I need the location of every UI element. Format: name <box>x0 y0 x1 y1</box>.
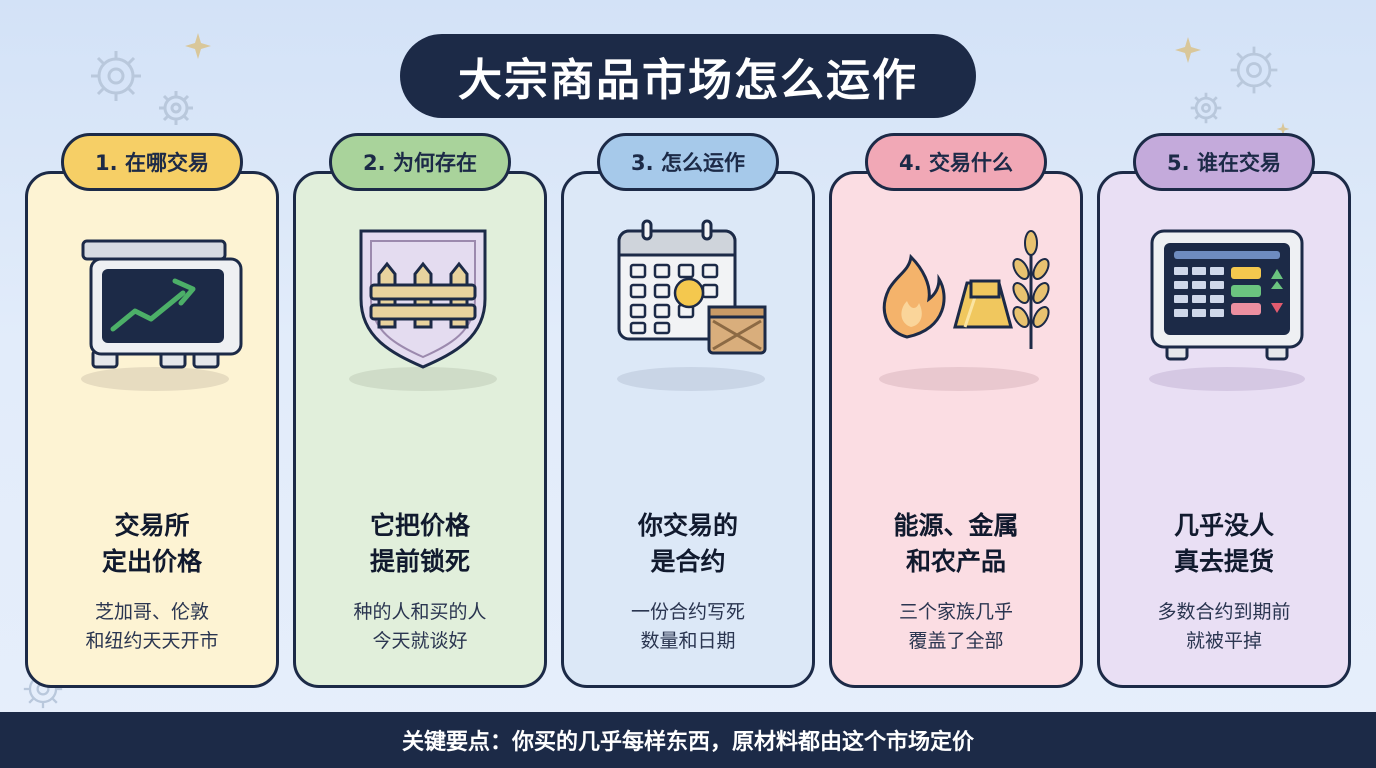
tab-why-exist: 2. 为何存在 <box>329 133 511 191</box>
card-who-trades: 几乎没人 真去提货 多数合约到期前 就被平掉 <box>1097 171 1351 688</box>
headline-line: 提前锁死 <box>369 547 470 576</box>
gear-icon <box>159 91 193 125</box>
tab-where-trade: 1. 在哪交易 <box>61 133 243 191</box>
tab-how-works: 3. 怎么运作 <box>597 133 779 191</box>
headline-line: 能源、金属 <box>893 511 1019 540</box>
card-headline: 它把价格 提前锁死 <box>296 508 544 580</box>
description-line: 三个家族几乎 <box>898 601 1013 623</box>
title-banner: 大宗商品市场怎么运作 <box>400 34 976 118</box>
flame-gold-wheat-icon <box>879 230 1050 391</box>
key-takeaway-bar: 关键要点：你买的几乎每样东西，原材料都由这个市场定价 <box>0 712 1376 768</box>
headline-line: 几乎没人 <box>1173 511 1274 540</box>
sparkle-icon <box>1175 37 1201 63</box>
description-line: 数量和日期 <box>640 630 736 652</box>
card-headline: 能源、金属 和农产品 <box>832 508 1080 580</box>
card-why-exist: 它把价格 提前锁死 种的人和买的人 今天就谈好 <box>293 171 547 688</box>
card-where-trade: 交易所 定出价格 芝加哥、伦敦 和纽约天天开市 <box>25 171 279 688</box>
headline-line: 定出价格 <box>101 547 202 576</box>
card-description: 芝加哥、伦敦 和纽约天天开市 <box>28 598 276 656</box>
description-line: 和纽约天天开市 <box>85 630 219 652</box>
headline-line: 真去提货 <box>1173 547 1274 576</box>
card-what-trade: 能源、金属 和农产品 三个家族几乎 覆盖了全部 <box>829 171 1083 688</box>
card-headline: 你交易的 是合约 <box>564 508 812 580</box>
gear-icon <box>91 51 141 101</box>
calendar-crate-icon <box>617 219 767 391</box>
headline-line: 它把价格 <box>369 511 470 540</box>
card-description: 一份合约写死 数量和日期 <box>564 598 812 656</box>
gear-icon <box>1230 46 1278 94</box>
description-line: 覆盖了全部 <box>908 630 1004 652</box>
tab-who-trades: 5. 谁在交易 <box>1133 133 1315 191</box>
card-how-works: 你交易的 是合约 一份合约写死 数量和日期 <box>561 171 815 688</box>
headline-line: 你交易的 <box>637 511 738 540</box>
card-headline: 几乎没人 真去提货 <box>1100 508 1348 580</box>
headline-line: 是合约 <box>650 547 726 576</box>
sparkle-icon <box>185 33 211 59</box>
headline-line: 交易所 <box>114 511 190 540</box>
fence-shield-icon <box>349 229 497 391</box>
description-line: 一份合约写死 <box>630 601 745 623</box>
gear-icon <box>1190 92 1222 124</box>
card-description: 多数合约到期前 就被平掉 <box>1100 598 1348 656</box>
card-description: 种的人和买的人 今天就谈好 <box>296 598 544 656</box>
card-headline: 交易所 定出价格 <box>28 508 276 580</box>
tab-what-trade: 4. 交易什么 <box>865 133 1047 191</box>
card-description: 三个家族几乎 覆盖了全部 <box>832 598 1080 656</box>
page-title: 大宗商品市场怎么运作 <box>458 55 918 106</box>
exchange-monitor-icon <box>81 239 243 391</box>
headline-line: 和农产品 <box>905 547 1006 576</box>
key-takeaway-text: 关键要点：你买的几乎每样东西，原材料都由这个市场定价 <box>401 730 974 755</box>
description-line: 就被平掉 <box>1185 630 1262 652</box>
description-line: 多数合约到期前 <box>1157 601 1291 623</box>
trading-terminal-icon <box>1149 229 1305 391</box>
description-line: 芝加哥、伦敦 <box>94 601 209 623</box>
description-line: 今天就谈好 <box>372 630 468 652</box>
sparkle-icon <box>1276 122 1290 136</box>
description-line: 种的人和买的人 <box>353 601 487 623</box>
